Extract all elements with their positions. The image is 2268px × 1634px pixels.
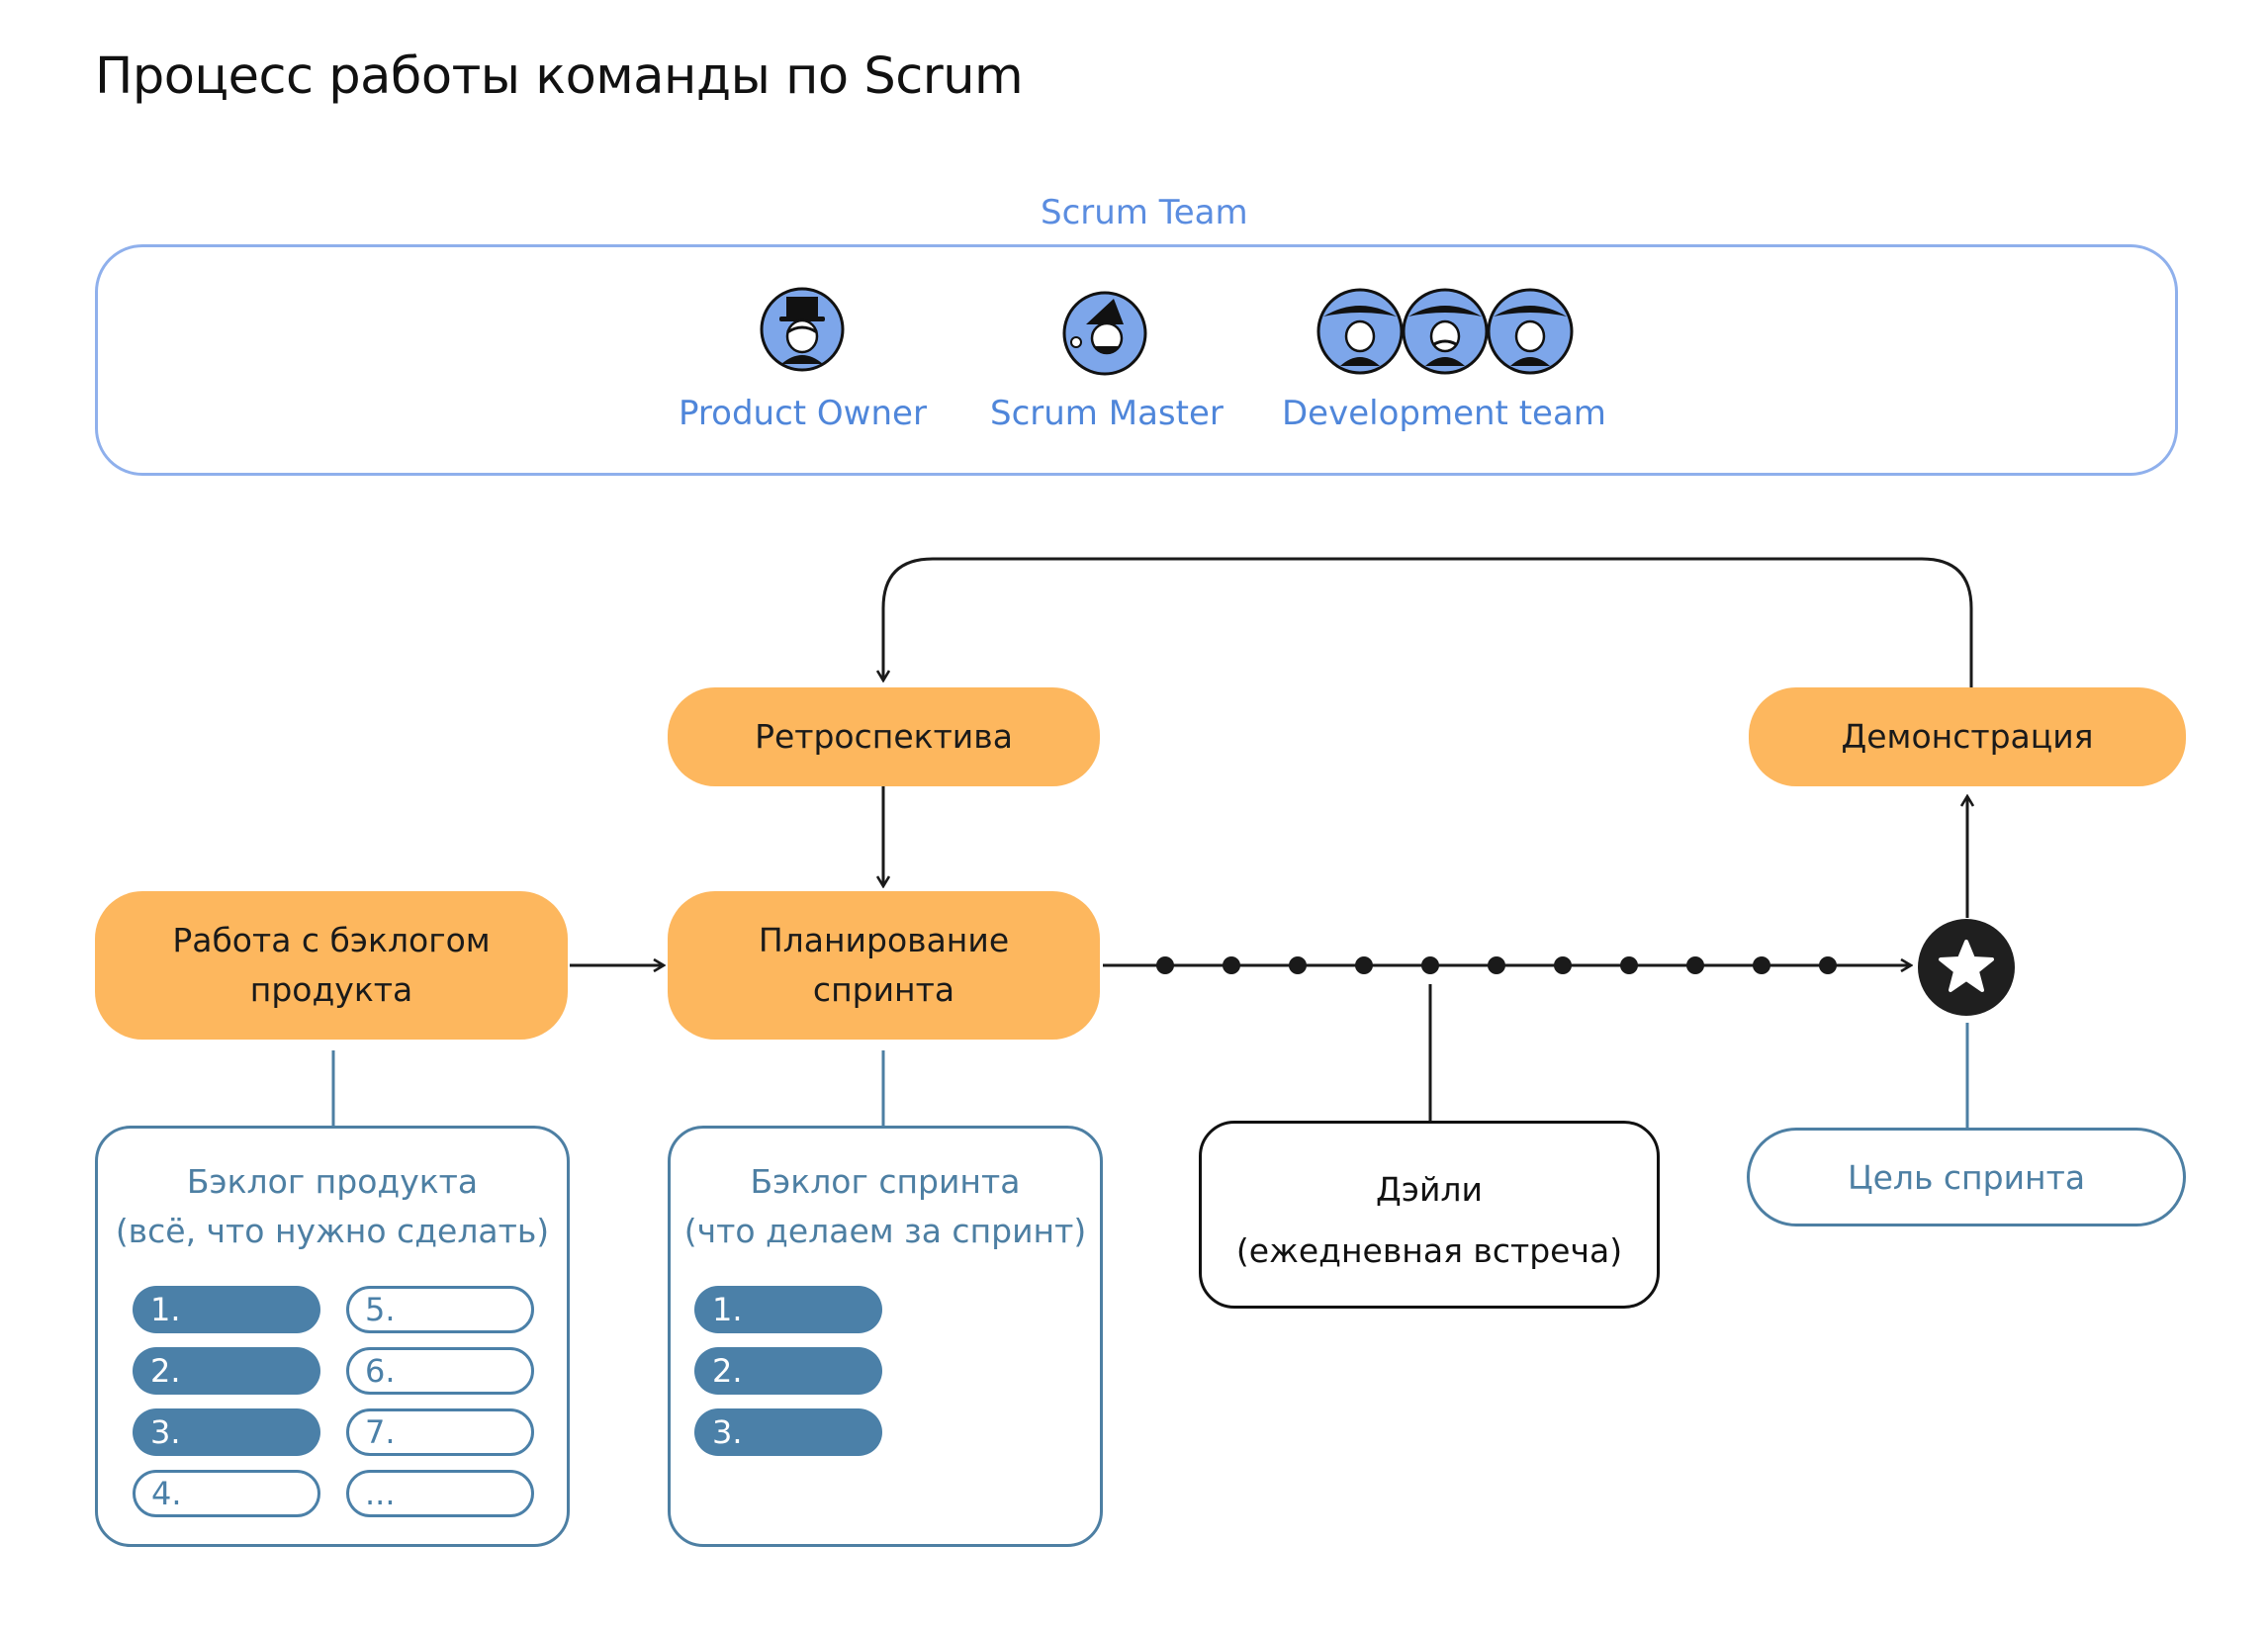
- sprint-backlog-card: Бэклог спринта (что делаем за спринт) 1.…: [668, 1126, 1103, 1547]
- backlog-item: 1.: [133, 1286, 320, 1333]
- sprint-planning-stage: Планирование спринта: [668, 891, 1100, 1040]
- sprint-goal-label: Цель спринта: [1847, 1157, 2086, 1197]
- page-title: Процесс работы команды по Scrum: [95, 47, 1024, 106]
- backlog-item: 6.: [346, 1347, 534, 1395]
- backlog-work-line1: Работа с бэклогом: [172, 921, 491, 959]
- demo-label: Демонстрация: [1841, 717, 2094, 756]
- product-backlog-title: Бэклог продукта: [186, 1162, 479, 1201]
- backlog-item: 5.: [346, 1286, 534, 1333]
- backlog-item: 2.: [133, 1347, 320, 1395]
- backlog-work-stage: Работа с бэклогом продукта: [95, 891, 568, 1040]
- sprint-backlog-item: 1.: [694, 1286, 882, 1333]
- daily-dots: [1156, 956, 1837, 974]
- daily-sublabel: (ежедневная встреча): [1235, 1231, 1623, 1270]
- sprint-planning-line2: спринта: [812, 970, 955, 1009]
- scrum-team-label: Scrum Team: [1041, 193, 1248, 232]
- backlog-item: 3.: [133, 1408, 320, 1456]
- sprint-backlog-item: 2.: [694, 1347, 882, 1395]
- role-development-team-label: Development team: [1282, 394, 1606, 433]
- development-team-avatars-icon: [1315, 287, 1575, 380]
- star-icon: [1917, 918, 2016, 1021]
- scrum-team-box: [95, 244, 2178, 476]
- daily-meeting-box: Дэйли (ежедневная встреча): [1199, 1121, 1660, 1309]
- feedback-loop-arrow: [883, 557, 1973, 687]
- backlog-item: ...: [346, 1470, 534, 1517]
- demo-stage: Демонстрация: [1749, 687, 2186, 786]
- role-scrum-master-label: Scrum Master: [990, 394, 1224, 433]
- daily-label: Дэйли: [1376, 1170, 1483, 1209]
- sprint-backlog-subtitle: (что делаем за спринт): [683, 1212, 1087, 1250]
- backlog-work-line2: продукта: [249, 970, 413, 1009]
- product-backlog-subtitle: (всё, что нужно сделать): [115, 1212, 550, 1250]
- product-backlog-card: Бэклог продукта (всё, что нужно сделать)…: [95, 1126, 570, 1547]
- retrospective-label: Ретроспектива: [755, 717, 1013, 756]
- sprint-goal-box: Цель спринта: [1747, 1128, 2186, 1226]
- sprint-backlog-item: 3.: [694, 1408, 882, 1456]
- sprint-backlog-title: Бэклог спринта: [750, 1162, 1021, 1201]
- scrum-master-avatar-icon: [1062, 291, 1147, 380]
- backlog-item: 7.: [346, 1408, 534, 1456]
- retrospective-stage: Ретроспектива: [668, 687, 1100, 786]
- product-owner-avatar-icon: [760, 287, 845, 376]
- sprint-planning-line1: Планирование: [758, 921, 1010, 959]
- backlog-item: 4.: [133, 1470, 320, 1517]
- role-product-owner-label: Product Owner: [679, 394, 927, 433]
